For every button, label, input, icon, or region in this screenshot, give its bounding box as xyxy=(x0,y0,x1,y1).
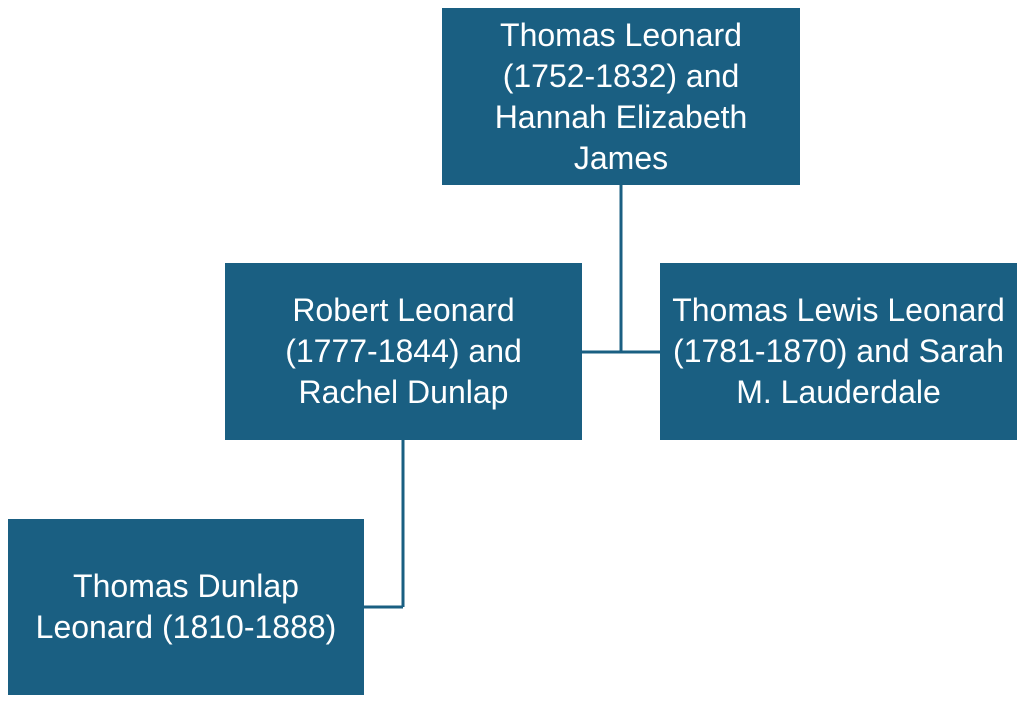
node-label: Thomas Leonard (1752-1832) and Hannah El… xyxy=(494,16,748,176)
node-label: Thomas Dunlap Leonard (1810-1888) xyxy=(35,568,337,645)
node-thomas-lewis-leonard-sarah-lauderdale: Thomas Lewis Leonard (1781-1870) and Sar… xyxy=(660,263,1017,440)
node-thomas-dunlap-leonard: Thomas Dunlap Leonard (1810-1888) xyxy=(8,519,364,695)
node-label: Robert Leonard (1777-1844) and Rachel Du… xyxy=(285,292,522,410)
node-robert-leonard-rachel-dunlap: Robert Leonard (1777-1844) and Rachel Du… xyxy=(225,263,582,440)
node-thomas-leonard-hannah-james: Thomas Leonard (1752-1832) and Hannah El… xyxy=(442,8,800,185)
node-label: Thomas Lewis Leonard (1781-1870) and Sar… xyxy=(672,292,1005,410)
